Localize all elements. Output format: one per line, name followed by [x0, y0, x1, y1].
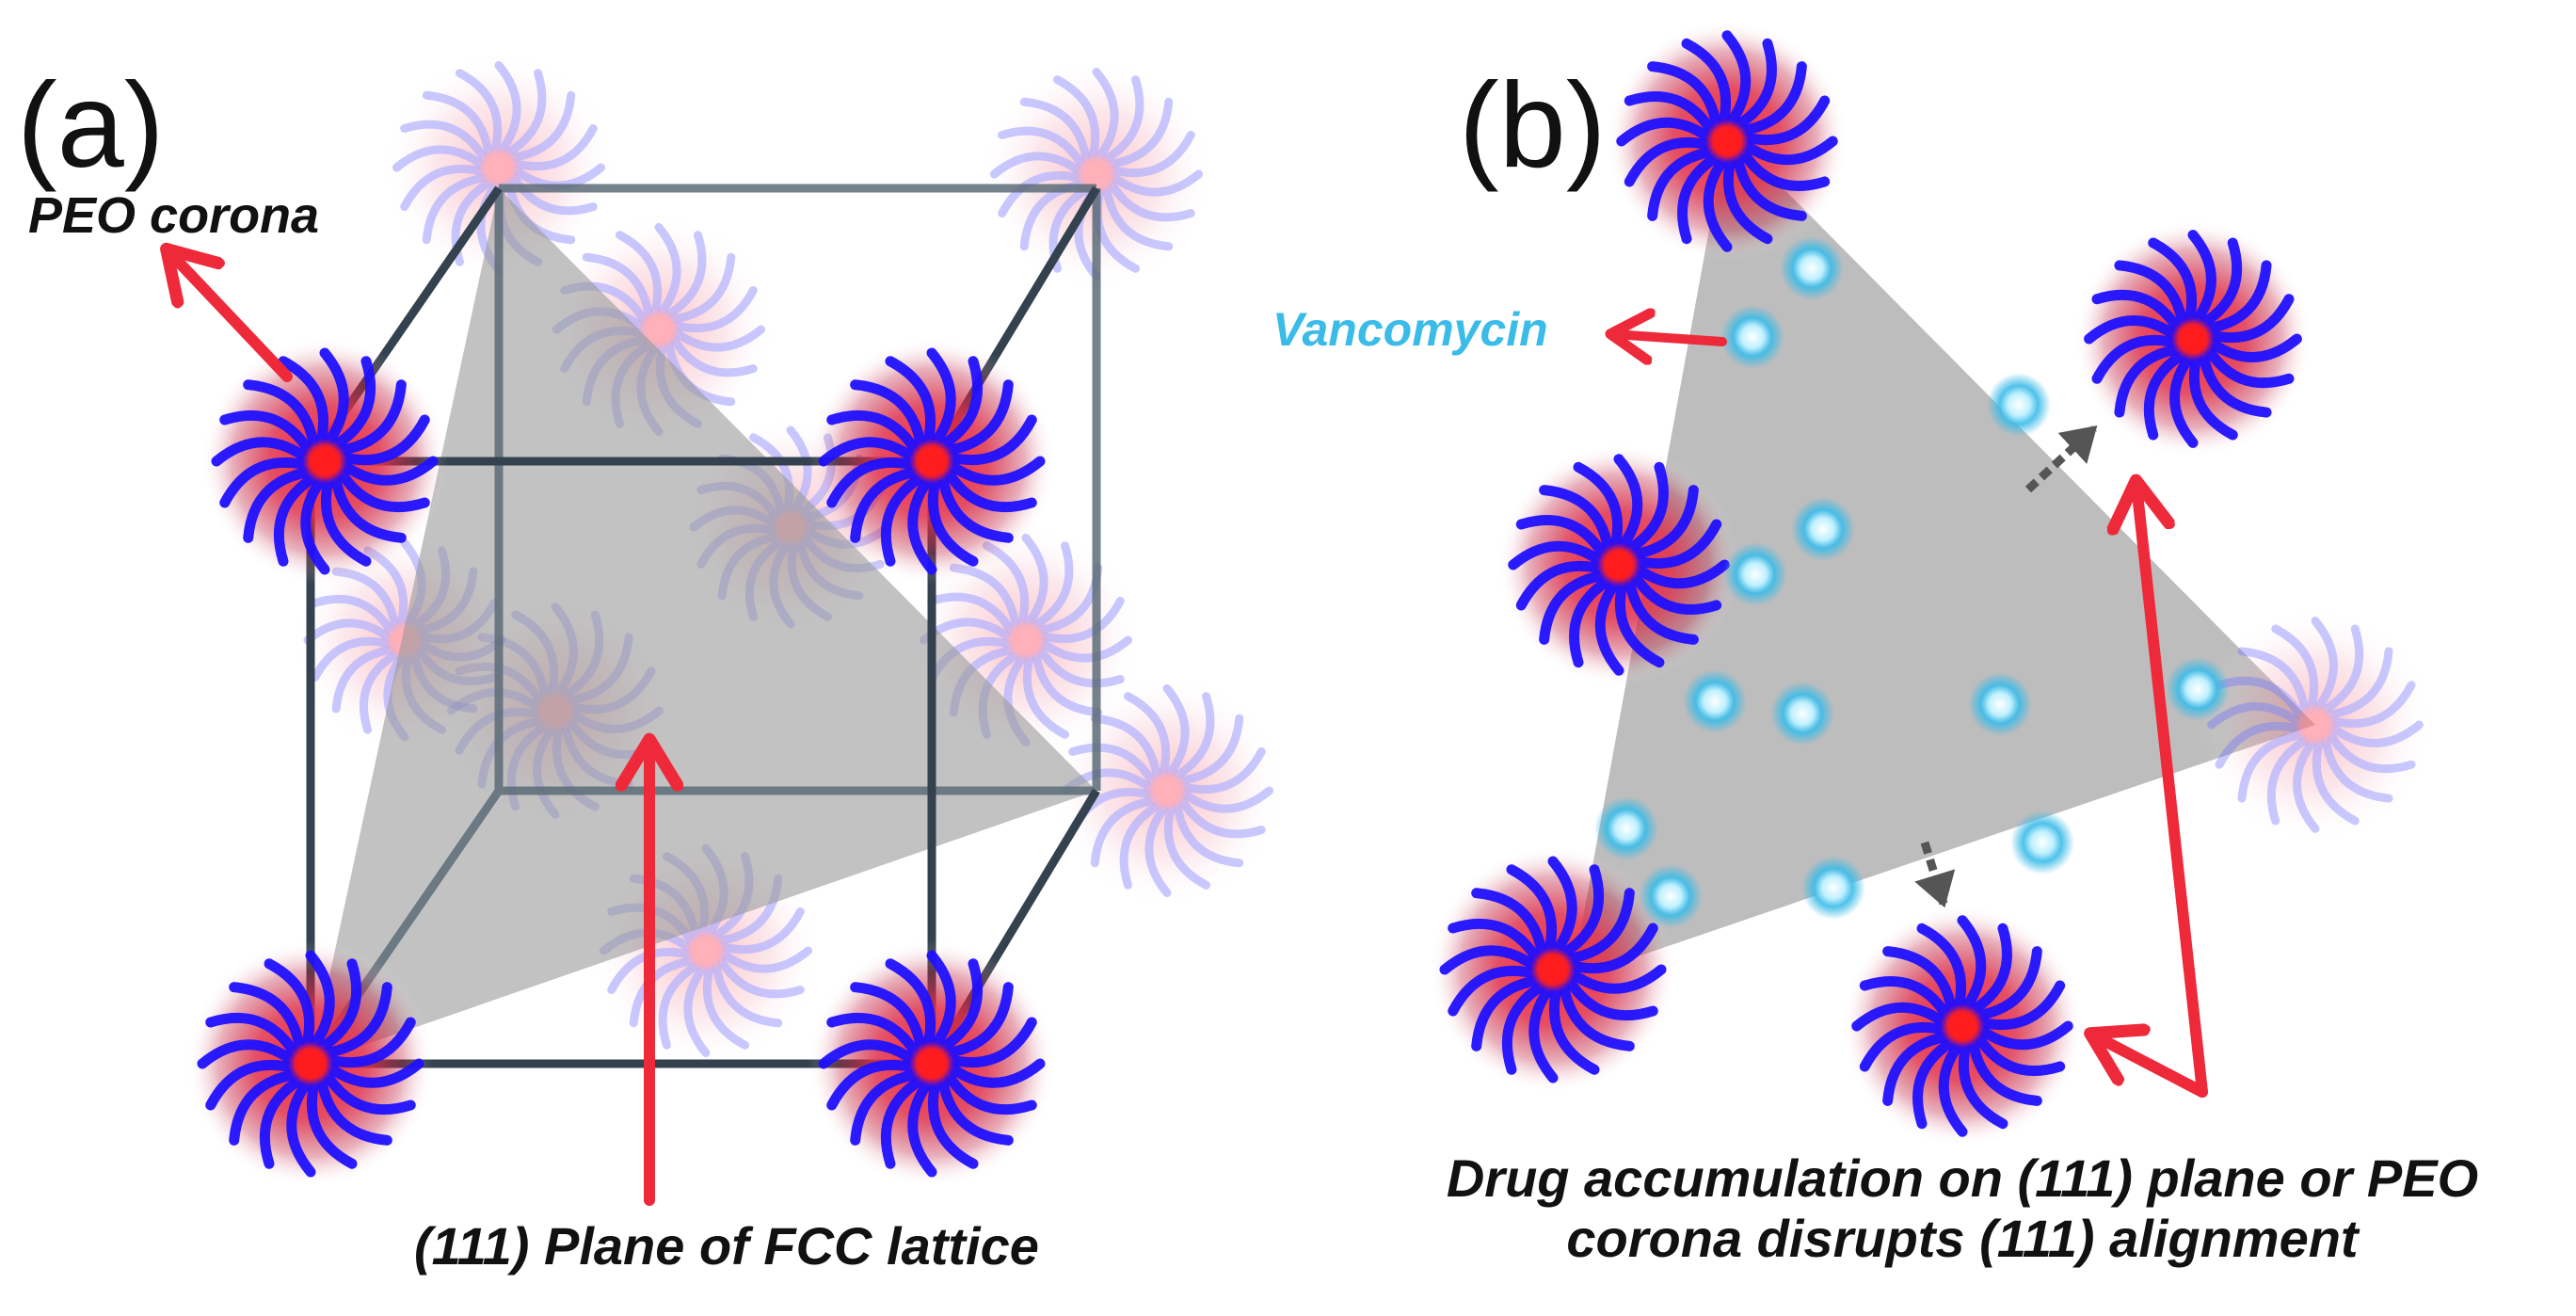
panel-a-label: (a)	[17, 58, 165, 193]
corner-micelle	[808, 939, 1056, 1188]
caption-line-1: Drug accumulation on (111) plane or PEO	[1446, 1148, 2479, 1208]
displaced-micelle-faint	[2197, 606, 2434, 843]
face-micelle	[1050, 674, 1284, 907]
displacement-arrow-lower	[1914, 841, 1956, 908]
plane-label: (111) Plane of FCC lattice	[414, 1216, 1039, 1276]
vancomycin-molecule	[1987, 373, 2051, 437]
corner-micelle	[186, 939, 435, 1188]
vancomycin-molecules	[1594, 236, 2230, 928]
vancomycin-molecule	[2010, 810, 2074, 875]
disruption-arrow-left	[2094, 1035, 2208, 1098]
corner-micelles	[186, 337, 1056, 1188]
vertex-micelle-top	[1606, 20, 1848, 263]
displaced-micelles	[1429, 20, 2434, 1147]
corner-micelle	[200, 337, 449, 586]
vancomycin-molecule	[1791, 497, 1855, 561]
panel-b-drug-loaded-plane	[1429, 20, 2434, 1147]
caption-line-2: corona disrupts (111) alignment	[1566, 1209, 2359, 1269]
vancomycin-molecule	[1639, 864, 1703, 928]
vancomycin-molecule	[1683, 669, 1747, 733]
displaced-micelle-lower	[1841, 905, 2084, 1147]
panel-a-fcc-lattice	[169, 51, 1284, 1206]
displacement-arrow-upper	[2024, 425, 2098, 493]
vancomycin-arrow	[1614, 334, 1727, 342]
face-micelle	[980, 57, 1213, 291]
fcc-111-plane	[311, 188, 1096, 1064]
corner-micelle	[808, 337, 1056, 586]
vancomycin-molecule	[1968, 672, 2032, 736]
vancomycin-molecule	[1801, 856, 1865, 920]
vancomycin-molecule	[1723, 542, 1787, 606]
vancomycin-molecule	[1594, 796, 1658, 860]
vancomycin-molecule	[1770, 682, 1834, 746]
peo-corona-label: PEO corona	[28, 187, 320, 244]
peo-corona-arrow	[169, 252, 293, 382]
vertex-micelle-bottom	[1429, 845, 1677, 1094]
edge-micelle	[1497, 443, 1740, 686]
vancomycin-label: Vancomycin	[1272, 303, 1548, 356]
vancomycin-molecule	[2166, 657, 2230, 721]
vancomycin-molecule	[1780, 236, 1844, 300]
panel-b-caption: Drug accumulation on (111) plane or PEO …	[1355, 1148, 2569, 1270]
panel-b-label: (b)	[1459, 58, 1607, 193]
vancomycin-molecule	[1720, 305, 1784, 369]
displaced-micelle-upper	[2074, 220, 2312, 457]
